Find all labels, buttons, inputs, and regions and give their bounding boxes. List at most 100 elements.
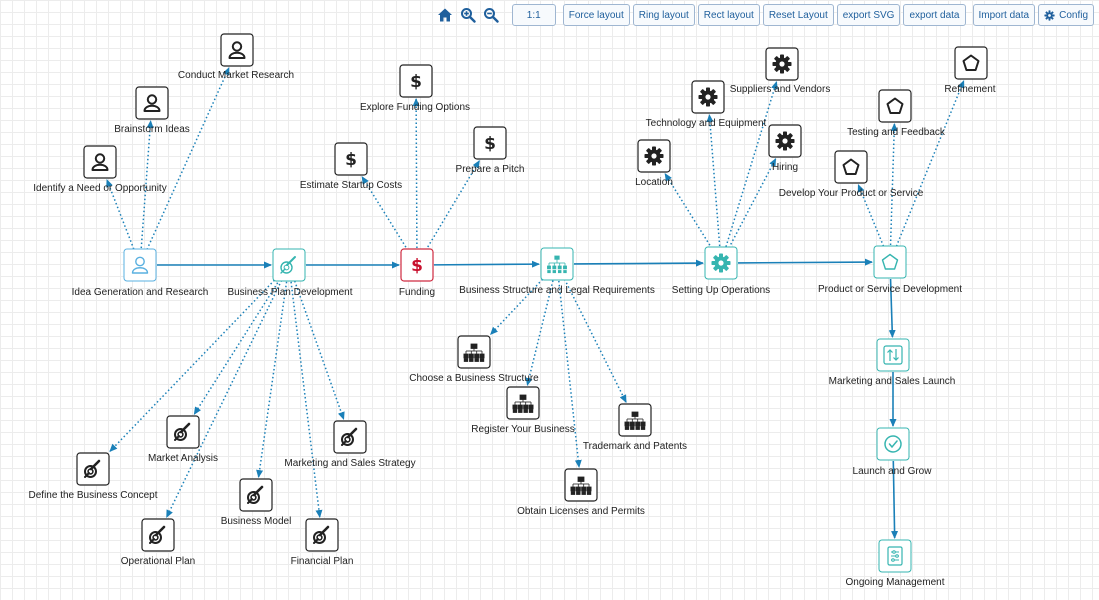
node-label: Business Structure and Legal Requirement… xyxy=(459,285,655,296)
node-box xyxy=(540,247,574,281)
node-box xyxy=(618,403,652,437)
node-olp[interactable] xyxy=(564,468,598,502)
node-label: Trademark and Patents xyxy=(583,441,687,452)
edge-ops-loc xyxy=(664,172,713,249)
plan-icon xyxy=(341,427,358,446)
export-svg-button[interactable]: export SVG xyxy=(836,4,901,26)
node-idea[interactable] xyxy=(123,248,157,282)
node-bpd[interactable] xyxy=(272,248,306,282)
node-bm[interactable] xyxy=(239,478,273,512)
node-box xyxy=(506,386,540,420)
node-box xyxy=(876,427,910,461)
plan-icon xyxy=(174,422,191,441)
node-cmr[interactable] xyxy=(220,33,254,67)
node-label: Prepare a Pitch xyxy=(456,164,525,175)
node-funding[interactable]: $ xyxy=(400,248,434,282)
gear-icon xyxy=(1044,9,1055,21)
node-bslr[interactable] xyxy=(540,247,574,281)
node-ryb[interactable] xyxy=(506,386,540,420)
node-dps[interactable] xyxy=(834,150,868,184)
node-label: Register Your Business xyxy=(471,424,574,435)
node-bi[interactable] xyxy=(135,86,169,120)
ring-layout-button[interactable]: Ring layout xyxy=(632,4,695,26)
edge-ops-hiring xyxy=(728,157,777,249)
node-ref[interactable] xyxy=(954,46,988,80)
edge-bslr-tp xyxy=(563,278,627,403)
node-label: Market Analysis xyxy=(148,453,218,464)
edge-psd-ref xyxy=(895,80,965,247)
node-dbc[interactable] xyxy=(76,452,110,486)
node-box xyxy=(272,248,306,282)
config-button[interactable]: Config xyxy=(1038,4,1094,26)
node-ops[interactable] xyxy=(704,246,738,280)
node-label: Estimate Startup Costs xyxy=(300,180,402,191)
node-ino[interactable] xyxy=(83,145,117,179)
dollar-icon: $ xyxy=(484,134,496,154)
zoom-reset-button[interactable]: 1:1 xyxy=(511,4,556,26)
node-tf[interactable] xyxy=(878,89,912,123)
node-box xyxy=(954,46,988,80)
node-cbs[interactable] xyxy=(457,335,491,369)
node-label: Technology and Equipment xyxy=(646,118,767,129)
import-data-button[interactable]: Import data xyxy=(972,4,1036,26)
edge-idea-ino xyxy=(106,179,135,250)
gear-icon xyxy=(775,131,795,151)
node-fp[interactable] xyxy=(305,518,339,552)
node-ma[interactable] xyxy=(166,415,200,449)
gear-icon xyxy=(711,253,731,273)
node-loc[interactable] xyxy=(637,139,671,173)
node-label: Explore Funding Options xyxy=(360,102,470,113)
node-om[interactable] xyxy=(878,539,912,573)
node-box xyxy=(400,248,434,282)
edge-funding-pap xyxy=(425,159,480,251)
node-label: Testing and Feedback xyxy=(847,127,946,138)
svg-text:$: $ xyxy=(345,150,357,170)
node-box xyxy=(141,518,175,552)
node-label: Operational Plan xyxy=(121,556,196,567)
force-layout-button[interactable]: Force layout xyxy=(562,4,630,26)
org-chart-icon xyxy=(624,411,646,430)
node-label: Idea Generation and Research xyxy=(72,287,209,298)
svg-text:$: $ xyxy=(410,72,422,92)
node-label: Suppliers and Vendors xyxy=(730,84,831,95)
export-data-button[interactable]: export data xyxy=(903,4,966,26)
node-box xyxy=(473,126,507,160)
sort-icon xyxy=(883,345,903,365)
node-msl[interactable] xyxy=(876,338,910,372)
node-esc[interactable]: $ xyxy=(334,142,368,176)
edge-funding-esc xyxy=(361,175,409,251)
edge-ops-psd xyxy=(737,258,873,266)
sliders-icon xyxy=(887,546,903,566)
home-icon[interactable] xyxy=(435,5,455,25)
node-pap[interactable]: $ xyxy=(473,126,507,160)
node-opp[interactable] xyxy=(141,518,175,552)
rect-layout-button[interactable]: Rect layout xyxy=(697,4,760,26)
zoom-out-icon[interactable] xyxy=(481,5,501,25)
node-sv[interactable] xyxy=(765,47,799,81)
edge-bpd-dbc xyxy=(109,276,278,453)
node-label: Define the Business Concept xyxy=(29,490,158,501)
edge-bslr-ops xyxy=(573,259,704,267)
node-tp[interactable] xyxy=(618,403,652,437)
zoom-in-icon[interactable] xyxy=(458,5,478,25)
node-hiring[interactable] xyxy=(768,124,802,158)
org-chart-icon xyxy=(512,394,534,413)
edge-bpd-mss xyxy=(293,280,345,421)
node-label: Brainstorm Ideas xyxy=(114,124,190,135)
node-label: Product or Service Development xyxy=(818,284,962,295)
edge-ops-te xyxy=(706,114,721,247)
reset-layout-button[interactable]: Reset Layout xyxy=(762,4,834,26)
node-box xyxy=(333,420,367,454)
node-lag[interactable] xyxy=(876,427,910,461)
node-psd[interactable] xyxy=(873,245,907,279)
node-te[interactable] xyxy=(691,80,725,114)
node-mss[interactable] xyxy=(333,420,367,454)
svg-text:$: $ xyxy=(484,134,496,154)
node-efo[interactable]: $ xyxy=(399,64,433,98)
edge-bpd-fp xyxy=(290,281,323,518)
config-label: Config xyxy=(1059,9,1088,21)
plan-icon xyxy=(247,485,264,504)
node-box xyxy=(876,338,910,372)
node-label: Hiring xyxy=(772,162,798,173)
